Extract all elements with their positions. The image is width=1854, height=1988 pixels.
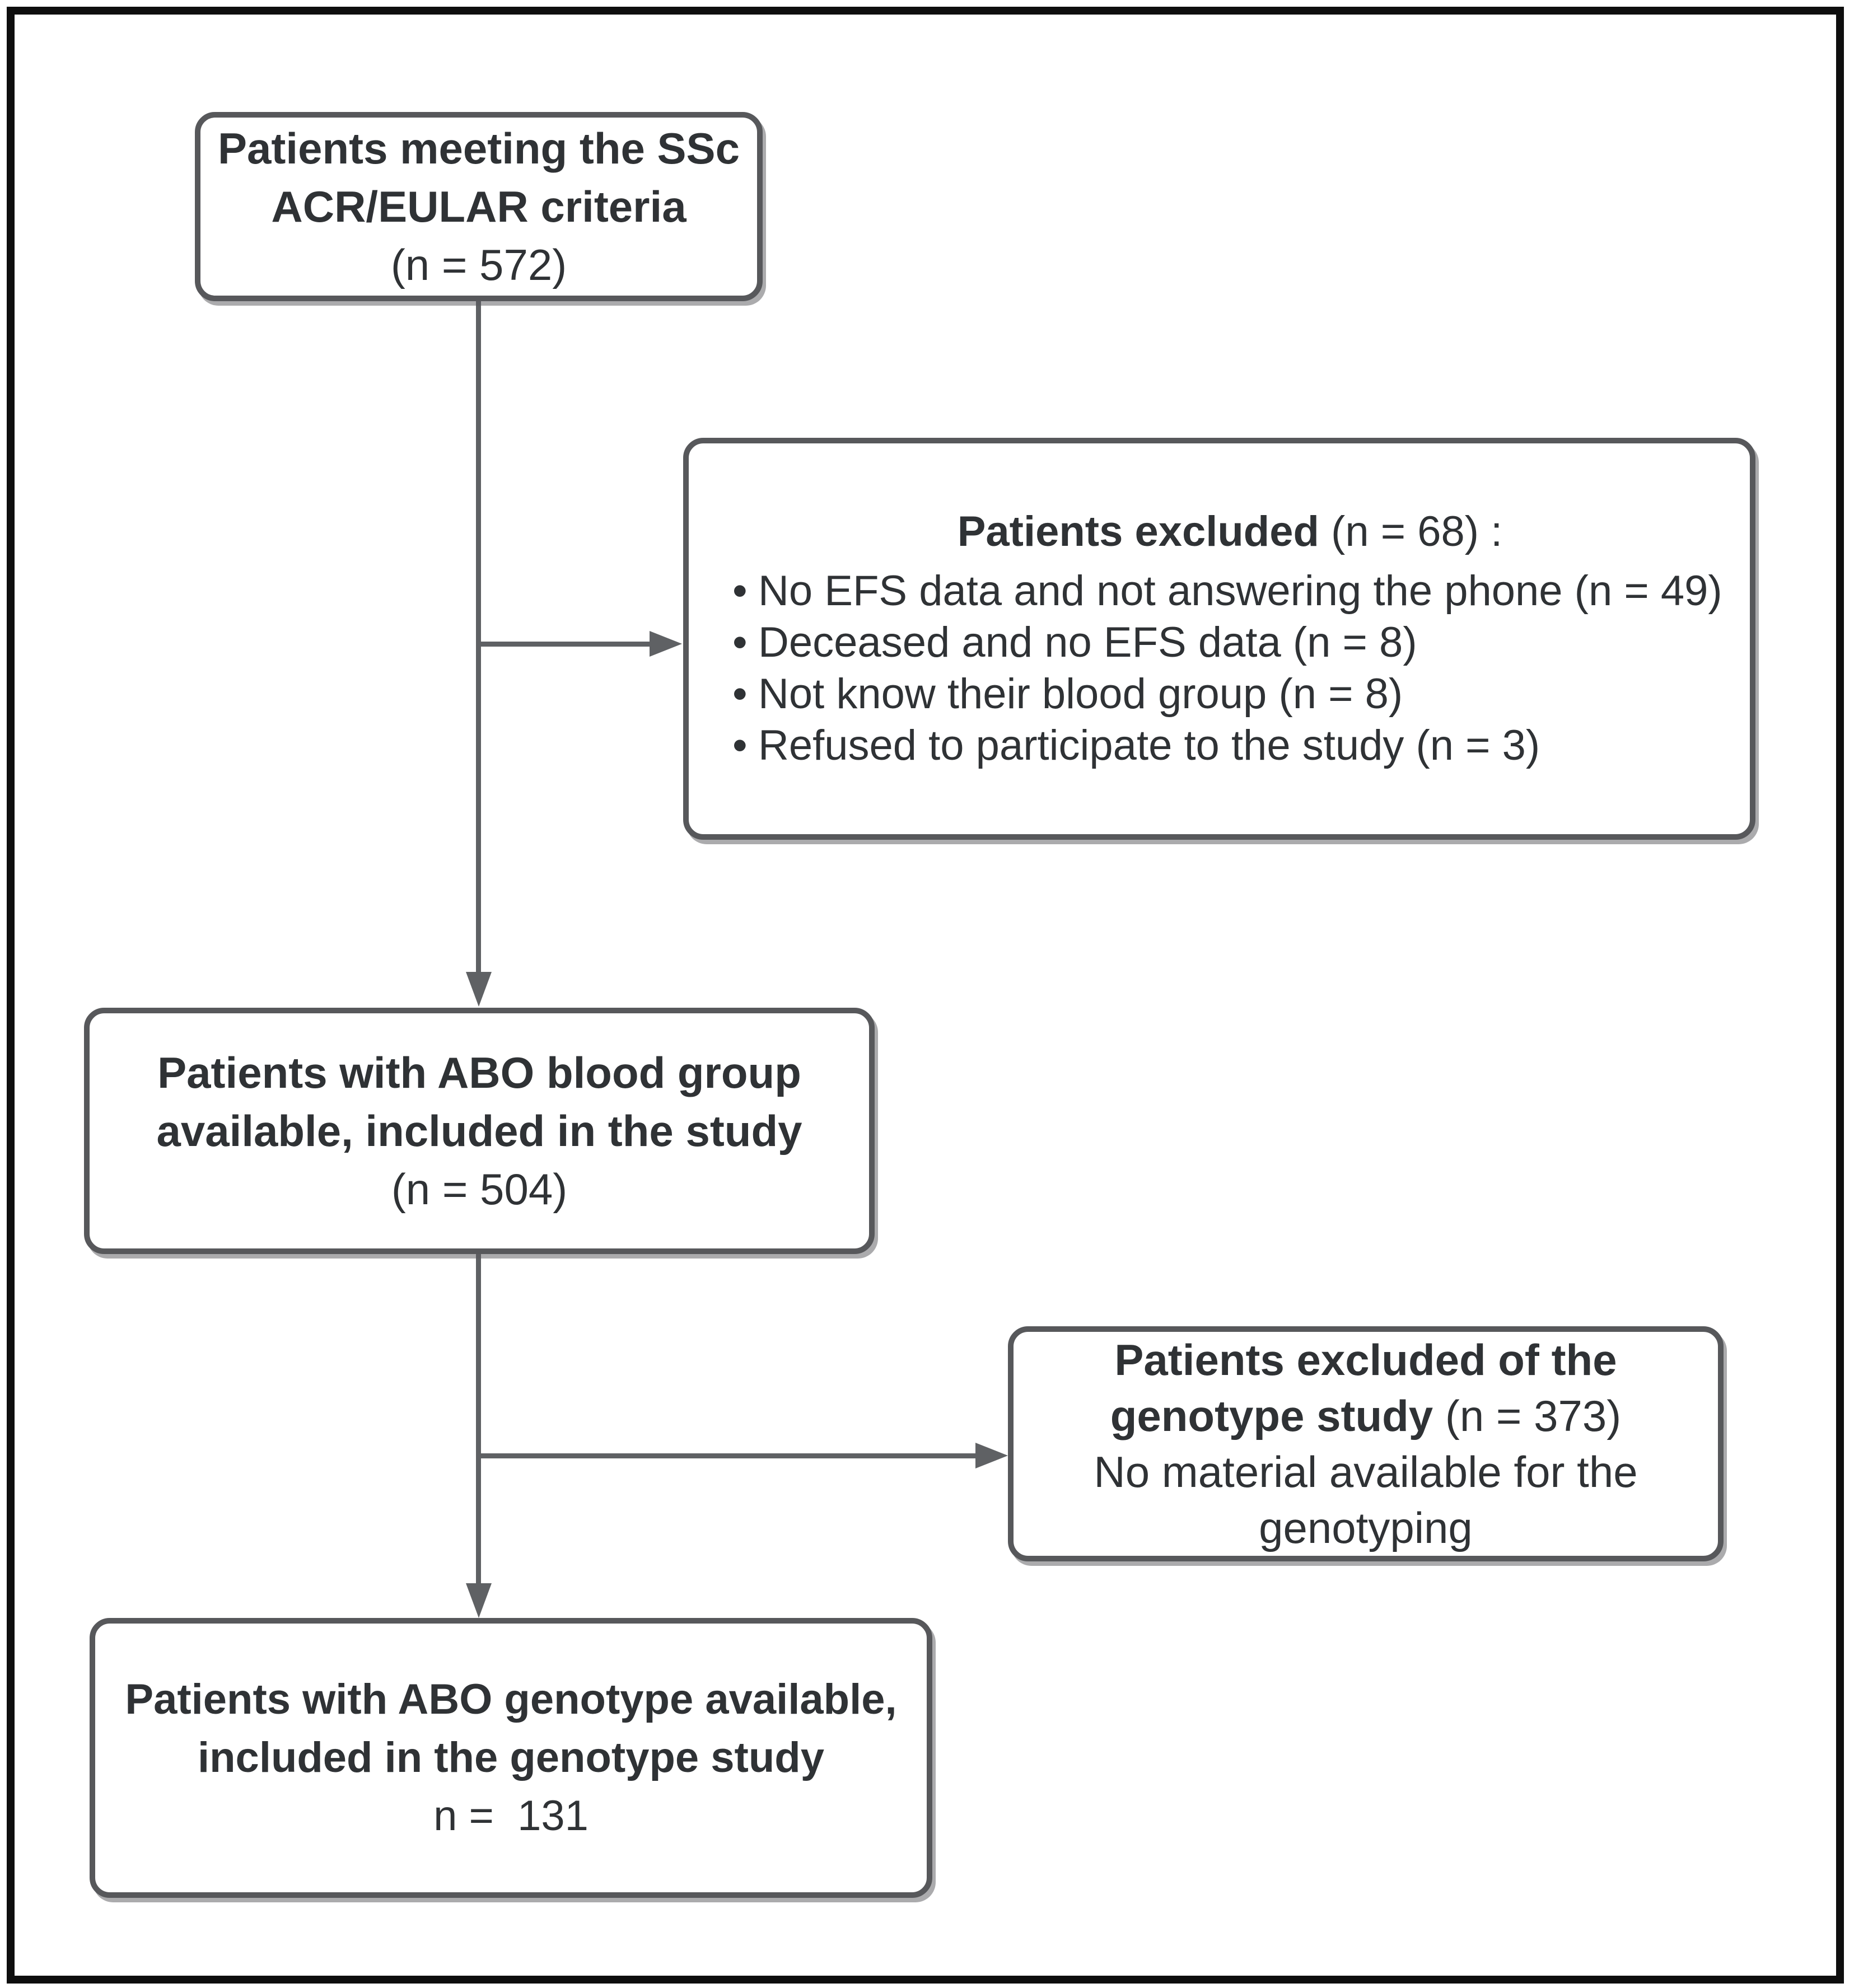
- exclusion-reason-item: Deceased and no EFS data (n = 8): [732, 617, 1727, 668]
- connector-top-to-middle: [476, 301, 481, 972]
- arrowhead-down-icon: [466, 972, 492, 1007]
- connector-branch-excluded-2: [479, 1453, 977, 1458]
- arrowhead-right-icon: [975, 1443, 1008, 1468]
- arrowhead-right-icon: [650, 631, 682, 657]
- box-title-bold: Patients excluded: [957, 508, 1319, 555]
- connector-middle-to-bottom: [476, 1254, 481, 1583]
- box-title-bold: genotype study: [1110, 1391, 1433, 1440]
- box-title-line: ACR/EULAR criteria: [271, 182, 687, 231]
- box-patients-excluded: Patients excluded (n = 68) : No EFS data…: [683, 438, 1755, 840]
- exclusion-reason-item: Not know their blood group (n = 8): [732, 668, 1727, 720]
- box-subtext-line: No material available for the: [1094, 1447, 1638, 1496]
- box-title-line: Patients with ABO blood group: [157, 1048, 801, 1097]
- box-title-line: included in the genotype study: [198, 1734, 824, 1781]
- box-patients-included-genotype-study: Patients with ABO genotype available, in…: [90, 1618, 932, 1898]
- box-patients-meeting-criteria: Patients meeting the SSc ACR/EULAR crite…: [195, 112, 763, 301]
- box-title-line: Patients meeting the SSc: [218, 124, 740, 173]
- box-title-line: available, included in the study: [156, 1106, 802, 1156]
- exclusion-reason-item: Refused to participate to the study (n =…: [732, 720, 1727, 771]
- connector-branch-excluded-1: [479, 642, 650, 647]
- box-patients-excluded-genotype: Patients excluded of the genotype study …: [1008, 1326, 1724, 1561]
- box-title-line: genotype study (n = 373): [1110, 1388, 1621, 1444]
- box-count: (n = 504): [391, 1164, 568, 1214]
- box-count: (n = 572): [390, 240, 567, 289]
- box-patients-included-study: Patients with ABO blood group available,…: [84, 1008, 875, 1254]
- box-subtext-line: genotyping: [1259, 1503, 1473, 1552]
- box-title-line: Patients excluded of the: [1114, 1335, 1617, 1384]
- box-title-line: Patients excluded (n = 68) :: [732, 506, 1727, 558]
- box-title-count: (n = 373): [1433, 1391, 1622, 1440]
- box-title-line: Patients with ABO genotype available,: [125, 1676, 897, 1723]
- outer-border-frame: [7, 7, 1844, 1984]
- exclusion-reason-item: No EFS data and not answering the phone …: [732, 565, 1727, 617]
- box-title-count: (n = 68) :: [1319, 508, 1503, 555]
- arrowhead-down-icon: [466, 1583, 492, 1618]
- box-count: n = 131: [433, 1792, 589, 1840]
